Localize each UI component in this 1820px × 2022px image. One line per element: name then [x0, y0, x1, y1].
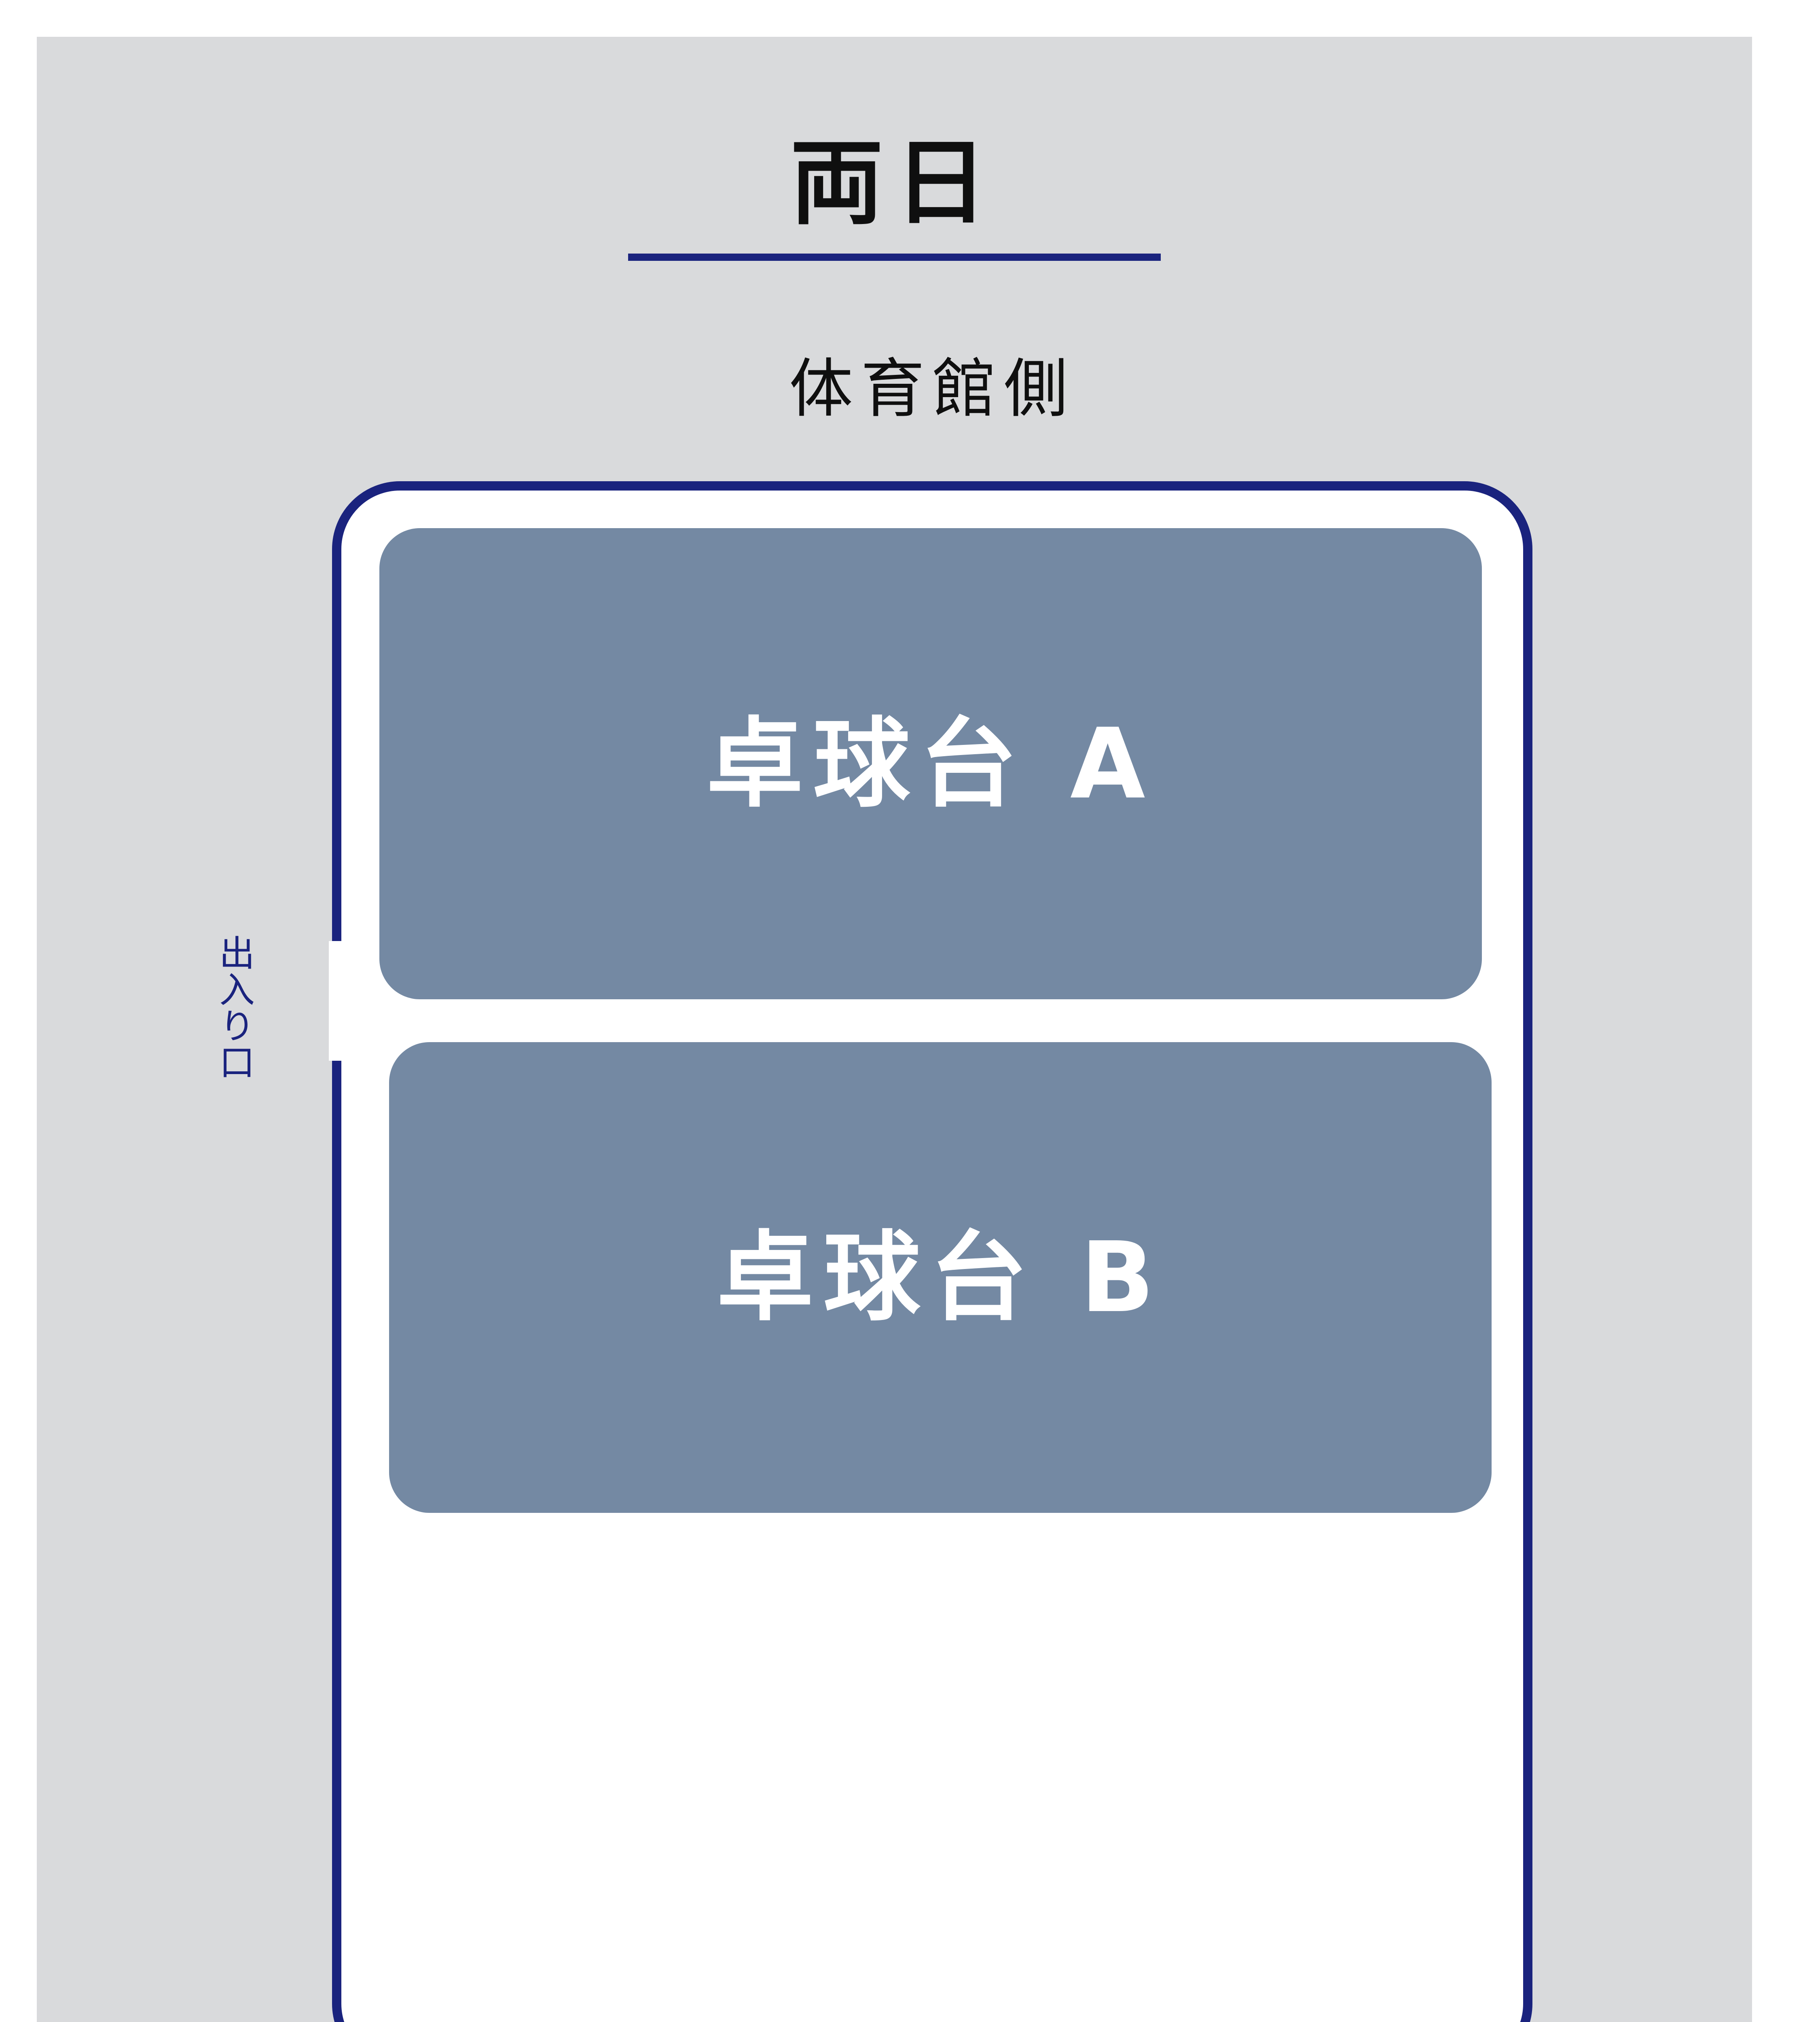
entrance-label: 出入り口 [213, 935, 255, 1080]
title-underline [628, 254, 1161, 261]
table-b-zone: 卓球台 B [389, 1042, 1492, 1513]
gym-side-label: 体育館側 [789, 352, 1075, 426]
table-a-label: 卓球台 A [706, 707, 1155, 821]
layout-canvas: 両日 体育館側 出入り口 卓球台 A 卓球台 B [37, 37, 1752, 2022]
entrance-door-gap [329, 941, 382, 1061]
page-title: 両日 [790, 129, 999, 237]
table-a-zone: 卓球台 A [379, 528, 1482, 999]
table-b-label: 卓球台 B [716, 1221, 1164, 1334]
